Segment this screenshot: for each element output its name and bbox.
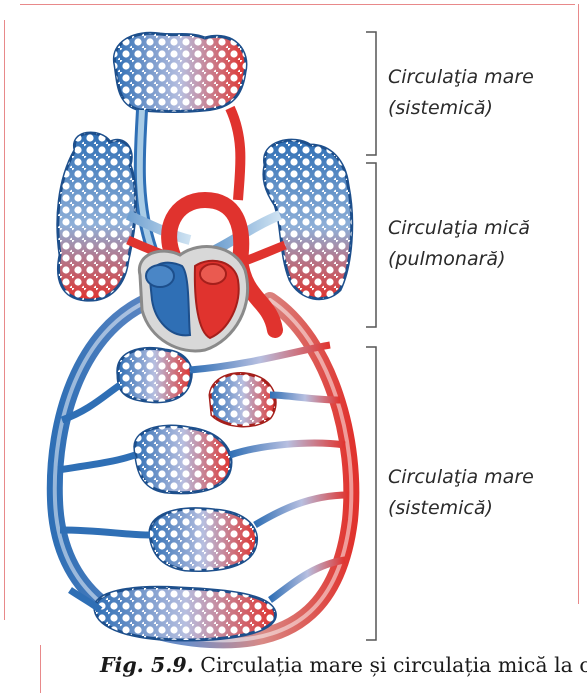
organ-capillary-bed-5 [95,587,276,640]
left-lung-capillary-bed [58,133,136,300]
head-capillary-bed [114,33,246,111]
label-lower-systemic: Circulaţia mare (sistemică) [388,462,534,524]
label-pulmonary-line1: Circulaţia mică [388,213,530,244]
figure-number: Fig. 5.9. [100,653,194,677]
figure-caption: Fig. 5.9. Circulația mare și circulația … [100,653,587,677]
heart [139,247,247,351]
organ-capillary-bed-2 [210,373,275,425]
bracket-pulmonary [366,163,376,327]
label-pulmonary-line2: (pulmonară) [388,244,530,275]
label-lower-systemic-line2: (sistemică) [388,493,534,524]
organ-capillary-bed-1 [118,348,192,401]
label-pulmonary: Circulaţia mică (pulmonară) [388,213,530,275]
bracket-upper-systemic [366,32,376,155]
figure-caption-text: Circulația mare și circulația mică la om [200,653,587,677]
organ-capillary-bed-3 [135,426,231,493]
label-upper-systemic: Circulaţia mare (sistemică) [388,62,534,124]
label-lower-systemic-line1: Circulaţia mare [388,462,534,493]
label-upper-systemic-line1: Circulaţia mare [388,62,534,93]
bracket-lower-systemic [366,347,376,640]
label-upper-systemic-line2: (sistemică) [388,93,534,124]
organ-capillary-bed-4 [150,509,257,571]
